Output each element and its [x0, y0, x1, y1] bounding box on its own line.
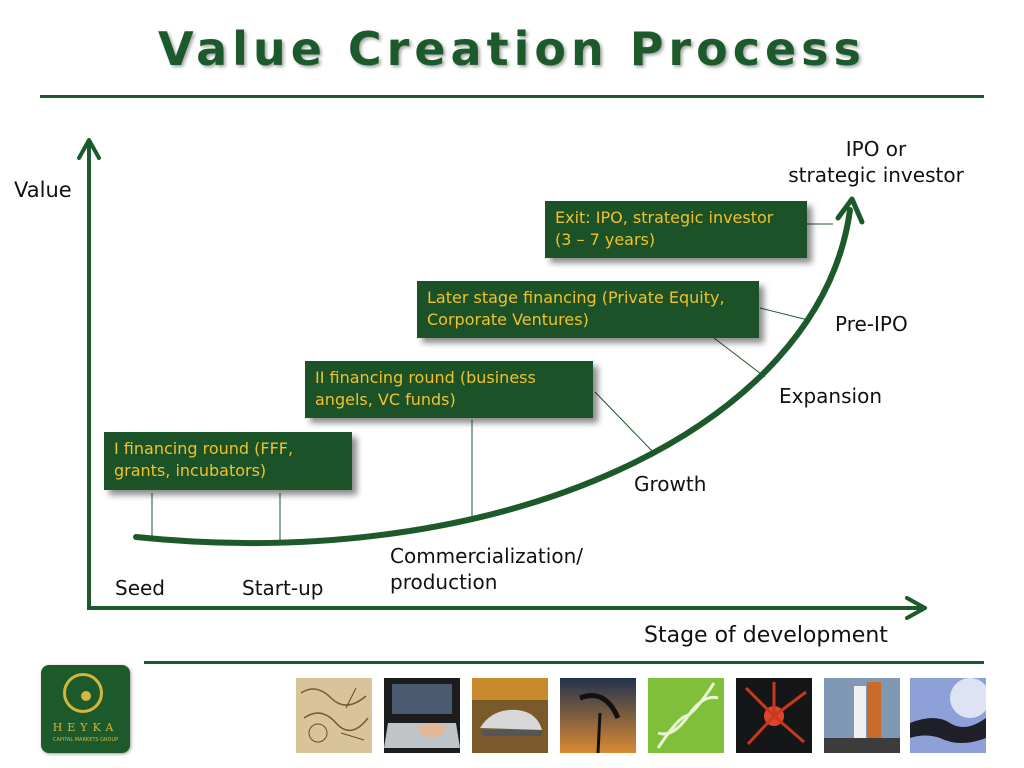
y-axis-arrowhead	[77, 138, 101, 160]
stage-seed: Seed	[115, 576, 165, 600]
stage-startup: Start-up	[242, 576, 324, 600]
logo-ring-icon	[63, 673, 103, 713]
sketch-image	[296, 678, 372, 753]
x-axis-label: Stage of development	[644, 623, 888, 648]
y-axis-label: Value	[14, 178, 72, 202]
laptop-typing-image	[384, 678, 460, 753]
box-second-financing-round: II financing round (business angels, VC …	[305, 361, 593, 418]
value-curve	[133, 207, 853, 546]
connector-pre-ipo	[759, 307, 809, 321]
neuron-image	[736, 678, 812, 753]
stage-pre-ipo: Pre-IPO	[835, 312, 908, 336]
logo-subtitle: CAPITAL MARKETS GROUP	[52, 737, 119, 743]
box-first-financing-round: I financing round (FFF, grants, incubato…	[104, 432, 352, 490]
stage-ipo: IPO or strategic investor	[788, 137, 964, 187]
top-divider	[40, 95, 984, 98]
value-curve-arrowhead	[835, 196, 865, 225]
handshake-image	[910, 678, 986, 753]
dna-helix-image	[648, 678, 724, 753]
space-shuttle-image	[824, 678, 900, 753]
heyka-logo: HEYKA CAPITAL MARKETS GROUP	[41, 665, 130, 753]
car-assembly-image	[472, 678, 548, 753]
connector-expansion	[713, 337, 766, 378]
bottom-divider	[144, 661, 984, 664]
box-later-stage-financing: Later stage financing (Private Equity, C…	[417, 281, 759, 338]
stage-growth: Growth	[634, 472, 707, 496]
stage-expansion: Expansion	[779, 384, 882, 408]
x-axis-arrowhead	[905, 596, 927, 620]
connector-growth	[594, 391, 656, 455]
logo-name: HEYKA	[52, 721, 119, 734]
box-exit: Exit: IPO, strategic investor (3 – 7 yea…	[545, 201, 807, 258]
stage-commercialization: Commercialization/ production	[390, 544, 583, 594]
satellite-dish-image	[560, 678, 636, 753]
page-title: Value Creation Process	[158, 22, 866, 76]
